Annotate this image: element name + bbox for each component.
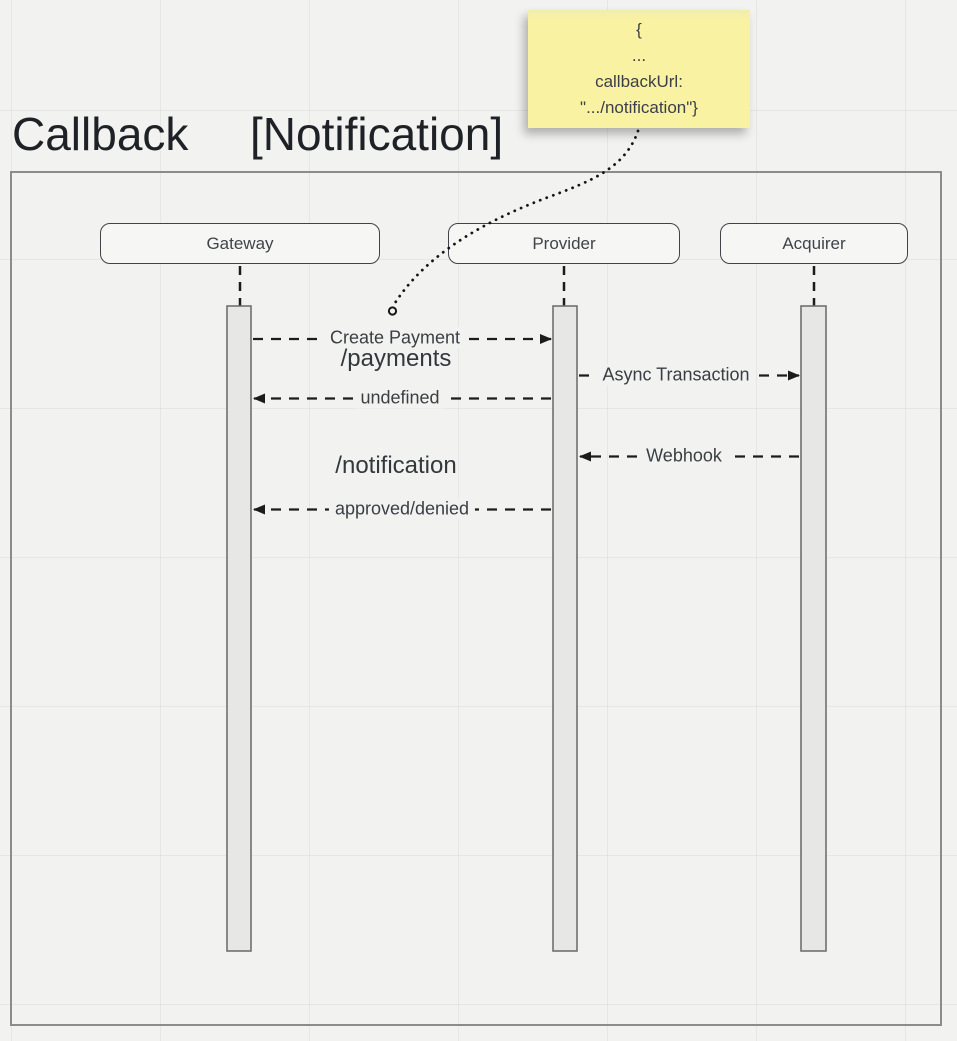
actor-gateway-label: Gateway	[206, 233, 274, 253]
activation-bar-provider[interactable]	[552, 305, 578, 952]
message-label-webhook[interactable]: Webhook	[640, 445, 728, 467]
message-label-payments-path[interactable]: /payments	[340, 345, 452, 372]
actor-provider-label: Provider	[532, 233, 596, 253]
connector-endpoint-circle	[387, 306, 398, 316]
sticky-note-line: ".../notification"}	[580, 98, 698, 117]
sequence-frame[interactable]	[10, 171, 942, 1026]
activation-bar-acquirer[interactable]	[800, 305, 827, 952]
sticky-note-line: callbackUrl:	[595, 72, 683, 91]
message-label-approved-denied[interactable]: approved/denied	[328, 498, 476, 520]
activation-bar-gateway[interactable]	[226, 305, 252, 952]
note-connector[interactable]	[387, 129, 640, 316]
sticky-note-line: ...	[631, 46, 647, 65]
sticky-note[interactable]: { ... callbackUrl: ".../notification"}	[528, 10, 750, 128]
message-label-create-payment[interactable]: Create Payment	[323, 327, 467, 349]
message-label-async-transaction[interactable]: Async Transaction	[596, 364, 756, 386]
diagram-title[interactable]: Callback	[12, 108, 189, 160]
actor-acquirer-label: Acquirer	[782, 233, 846, 253]
actor-gateway[interactable]: Gateway	[100, 223, 380, 264]
actor-provider[interactable]: Provider	[448, 223, 680, 264]
sticky-note-line: {	[636, 20, 642, 39]
diagram-title-tag[interactable]: [Notification]	[250, 108, 504, 160]
message-label-notification-path[interactable]: /notification	[335, 452, 457, 479]
message-label-undefined-reply[interactable]: undefined	[354, 387, 446, 409]
actor-acquirer[interactable]: Acquirer	[720, 223, 908, 264]
